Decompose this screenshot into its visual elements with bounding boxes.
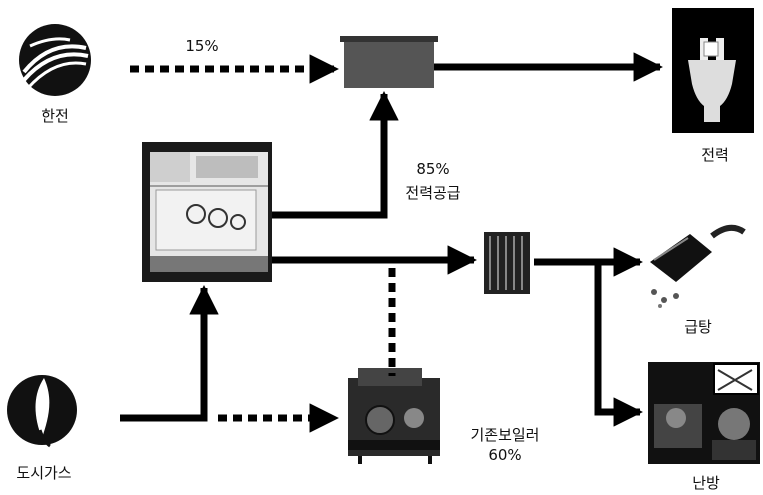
- kepco-logo: [19, 24, 91, 96]
- hot-water-label: 급탕: [676, 316, 720, 337]
- heat-exchanger-image: [484, 232, 530, 294]
- cogeneration-unit-image: [142, 142, 272, 282]
- electricity-label: 전력: [693, 144, 737, 165]
- shower-icon: [650, 228, 744, 308]
- city-gas-label: 도시가스: [2, 462, 86, 483]
- transformer-box: [344, 36, 434, 88]
- grid-share-label: 15%: [180, 37, 224, 55]
- kepco-label: 한전: [33, 105, 77, 126]
- boiler-image: [348, 368, 440, 464]
- heating-room-image: [648, 362, 760, 464]
- boiler-name-label: 기존보일러: [462, 424, 548, 445]
- cogen-share-label: 85%: [403, 160, 463, 178]
- city-gas-logo: [7, 375, 77, 446]
- heating-label: 난방: [684, 472, 728, 493]
- boiler-share-label: 60%: [475, 446, 535, 464]
- cogen-supply-label: 전력공급: [395, 182, 471, 203]
- power-plug-icon: [672, 8, 754, 133]
